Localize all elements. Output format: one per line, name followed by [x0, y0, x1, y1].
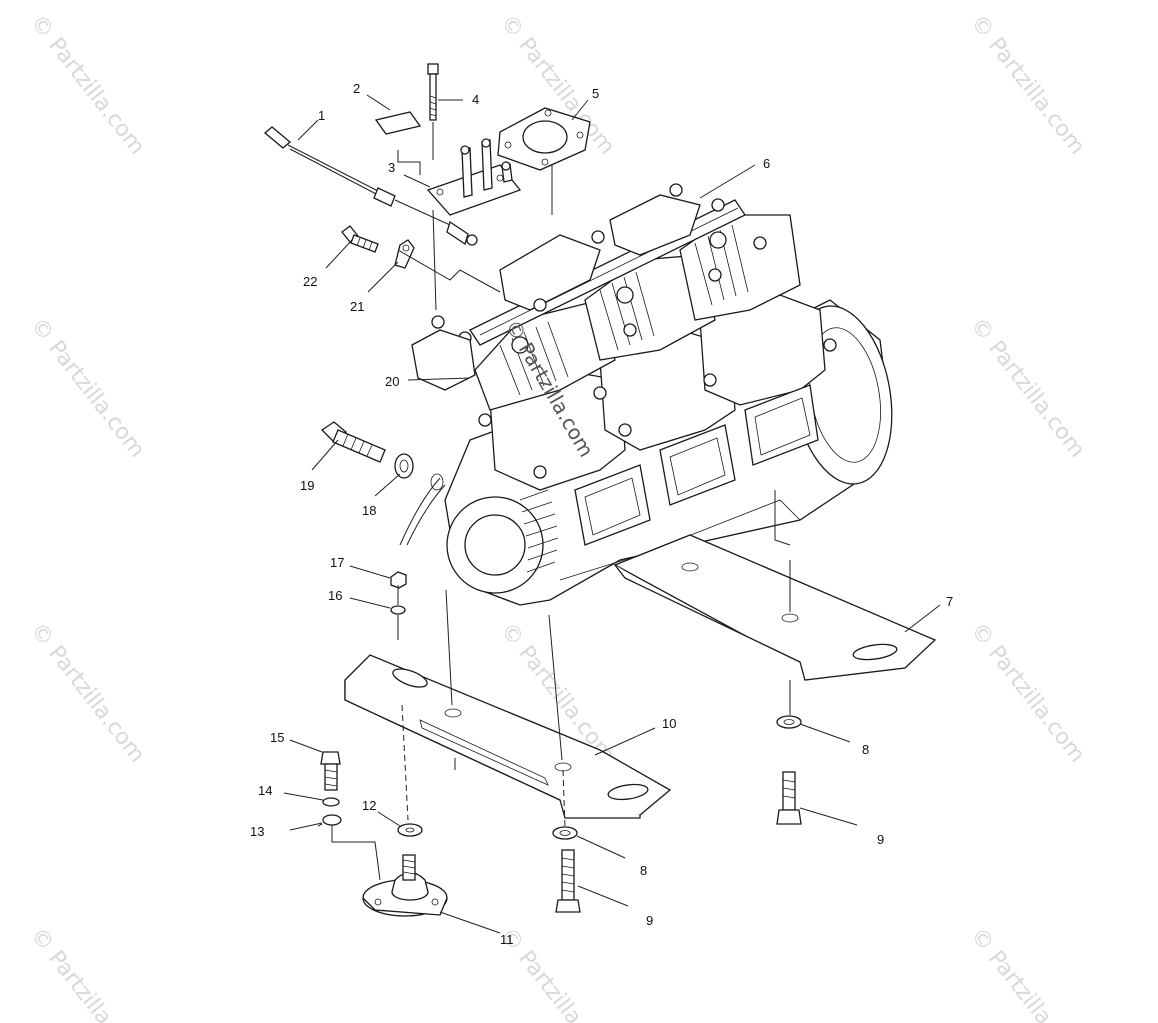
watermark: © Partzilla.com: [25, 313, 149, 462]
callout-20: 20: [385, 374, 399, 389]
callout-10: 10: [662, 716, 676, 731]
washer-12: [397, 823, 423, 837]
watermark: © Partzilla.com: [965, 618, 1089, 767]
bolt-4: [427, 63, 439, 121]
lock-washer-14: [322, 797, 340, 807]
plate-3: [426, 138, 522, 216]
washer-18: [394, 453, 414, 479]
watermark: © Partzilla.com: [965, 10, 1089, 159]
bolt-19: [320, 421, 386, 463]
washer-8-rear: [776, 715, 802, 729]
bolt-9-rear: [776, 771, 802, 825]
callout-labels: 1 2 3 4 5 6 7 8 8 9 9 10 11 12 13 14 15 …: [250, 81, 953, 947]
sensor-cable-1: [263, 126, 478, 246]
callout-15: 15: [270, 730, 284, 745]
watermark: © Partzilla.com: [25, 618, 149, 767]
bolt-22: [341, 225, 379, 253]
callout-3: 3: [388, 160, 395, 175]
callout-8-rear: 8: [862, 742, 869, 757]
callout-12: 12: [362, 798, 376, 813]
callout-21: 21: [350, 299, 364, 314]
callout-19: 19: [300, 478, 314, 493]
front-mount-plate: [344, 654, 672, 819]
bolt-9-front: [555, 849, 581, 913]
callout-2: 2: [353, 81, 360, 96]
assembly-lines: [331, 122, 791, 881]
callout-9-rear: 9: [877, 832, 884, 847]
callout-7: 7: [946, 594, 953, 609]
bolt-15: [320, 751, 341, 791]
callout-22: 22: [303, 274, 317, 289]
engine-mount-rubber: [362, 854, 448, 917]
callout-5: 5: [592, 86, 599, 101]
watermark: © Partzilla.com: [25, 923, 149, 1023]
callout-11: 11: [500, 932, 514, 947]
callout-9-front: 9: [646, 913, 653, 928]
decal-2: [374, 111, 422, 135]
callout-4: 4: [472, 92, 479, 107]
watermark: © Partzilla.com: [965, 923, 1089, 1023]
callout-1: 1: [318, 108, 325, 123]
washer-13: [322, 814, 342, 826]
rear-mount-plate: [613, 534, 937, 681]
washer-8-front: [552, 826, 578, 840]
callout-14: 14: [258, 783, 272, 798]
watermark: © Partzilla.com: [495, 923, 619, 1023]
gasket-5: [497, 107, 591, 171]
nut-17: [390, 571, 407, 589]
head-bolts: [431, 183, 837, 479]
callout-17: 17: [330, 555, 344, 570]
callout-6: 6: [763, 156, 770, 171]
leader-lines: [283, 94, 941, 934]
watermark: © Partzilla.com: [965, 313, 1089, 462]
washer-16: [390, 605, 406, 615]
watermark: © Partzilla.com: [25, 10, 149, 159]
engine-block: [411, 183, 893, 606]
callout-13: 13: [250, 824, 264, 839]
callout-18: 18: [362, 503, 376, 518]
callout-8-front: 8: [640, 863, 647, 878]
callout-16: 16: [328, 588, 342, 603]
